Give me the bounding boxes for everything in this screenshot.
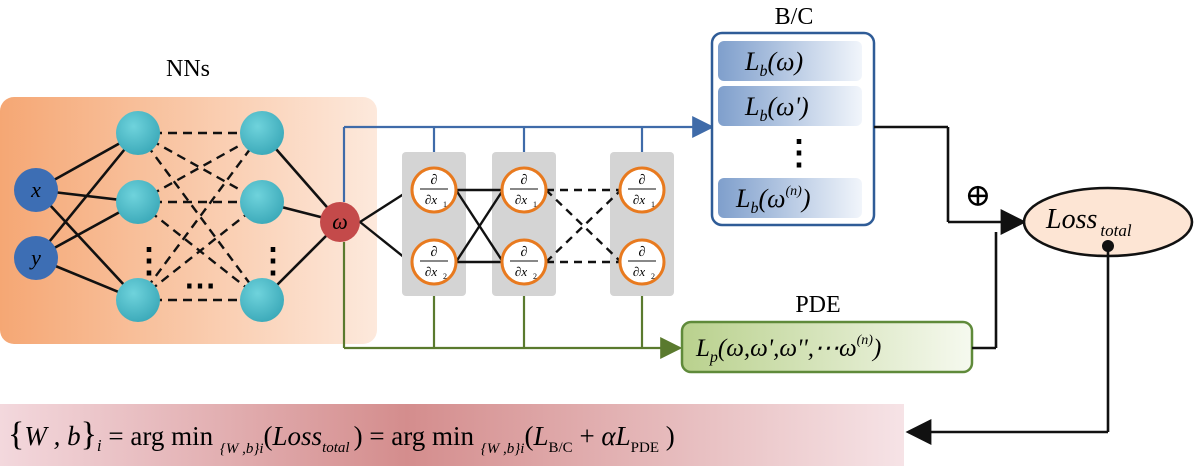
derivative-connections — [454, 188, 505, 264]
svg-text:∂x: ∂x — [515, 264, 527, 279]
svg-text:∂: ∂ — [639, 173, 646, 188]
plus-circle-icon: ⊕ — [965, 177, 992, 213]
svg-text:∂x: ∂x — [425, 264, 437, 279]
bc-item-text: Lb(ω') — [744, 92, 809, 125]
svg-text:2: 2 — [533, 272, 537, 281]
input-node-y — [14, 236, 58, 280]
svg-text:∂x: ∂x — [515, 192, 527, 207]
neuron — [116, 278, 160, 322]
nns-title: NNs — [166, 56, 210, 82]
bc-item — [718, 178, 862, 218]
derivative-connections-dashed — [545, 188, 622, 264]
svg-text:∂: ∂ — [521, 173, 528, 188]
input-label-y: y — [29, 245, 41, 270]
neuron — [116, 180, 160, 224]
svg-text:2: 2 — [651, 272, 655, 281]
bc-item-text: Lb(ω) — [744, 47, 803, 80]
neuron — [240, 111, 284, 155]
svg-text:1: 1 — [651, 200, 655, 209]
omega-to-derivatives — [359, 188, 411, 263]
derivative-dx2: ∂ ∂x 2 — [618, 238, 666, 286]
svg-text:∂: ∂ — [431, 173, 438, 188]
svg-text:∂: ∂ — [521, 245, 528, 260]
optimisation-equation: {W , b}i = arg min {W ,b}i(Losstotal) = … — [8, 416, 675, 457]
bc-item-ellipsis: ⋮ — [782, 135, 816, 172]
bc-item — [718, 86, 862, 126]
input-label-x: x — [30, 177, 41, 202]
svg-text:1: 1 — [533, 200, 537, 209]
pde-routing — [342, 242, 683, 359]
svg-text:∂x: ∂x — [633, 264, 645, 279]
derivative-dx2: ∂ ∂x 2 — [500, 238, 548, 286]
bc-routing — [342, 116, 715, 202]
pde-formula: Lp(ω,ω',ω'',⋯ω(n)) — [695, 333, 881, 366]
svg-text:∂: ∂ — [431, 245, 438, 260]
equation-band — [0, 404, 904, 466]
omega-node — [320, 202, 360, 242]
derivative-dx1: ∂ ∂x 1 — [500, 166, 548, 214]
derivative-dx1: ∂ ∂x 1 — [618, 166, 666, 214]
vertical-dots: ⋮ — [132, 243, 166, 280]
omega-label: ω — [332, 209, 348, 234]
svg-text:∂x: ∂x — [633, 192, 645, 207]
bc-title: B/C — [775, 4, 814, 30]
horizontal-dots: ⋯ — [184, 267, 216, 303]
derivative-dx1: ∂ ∂x 1 — [410, 166, 458, 214]
pde-title: PDE — [795, 292, 840, 318]
feedback-junction — [1102, 240, 1114, 252]
bc-item — [718, 41, 862, 81]
bc-item-text: Lb(ω(n)) — [735, 184, 810, 217]
svg-text:∂x: ∂x — [425, 192, 437, 207]
feedback-routing — [905, 246, 1110, 445]
vertical-dots: ⋮ — [256, 243, 290, 280]
svg-text:2: 2 — [443, 272, 447, 281]
input-node-x — [14, 168, 58, 212]
neuron — [116, 111, 160, 155]
svg-text:1: 1 — [443, 200, 447, 209]
neuron — [240, 278, 284, 322]
svg-text:∂: ∂ — [639, 245, 646, 260]
loss-routing — [874, 125, 1027, 350]
derivative-dx2: ∂ ∂x 2 — [410, 238, 458, 286]
neuron — [240, 180, 284, 224]
